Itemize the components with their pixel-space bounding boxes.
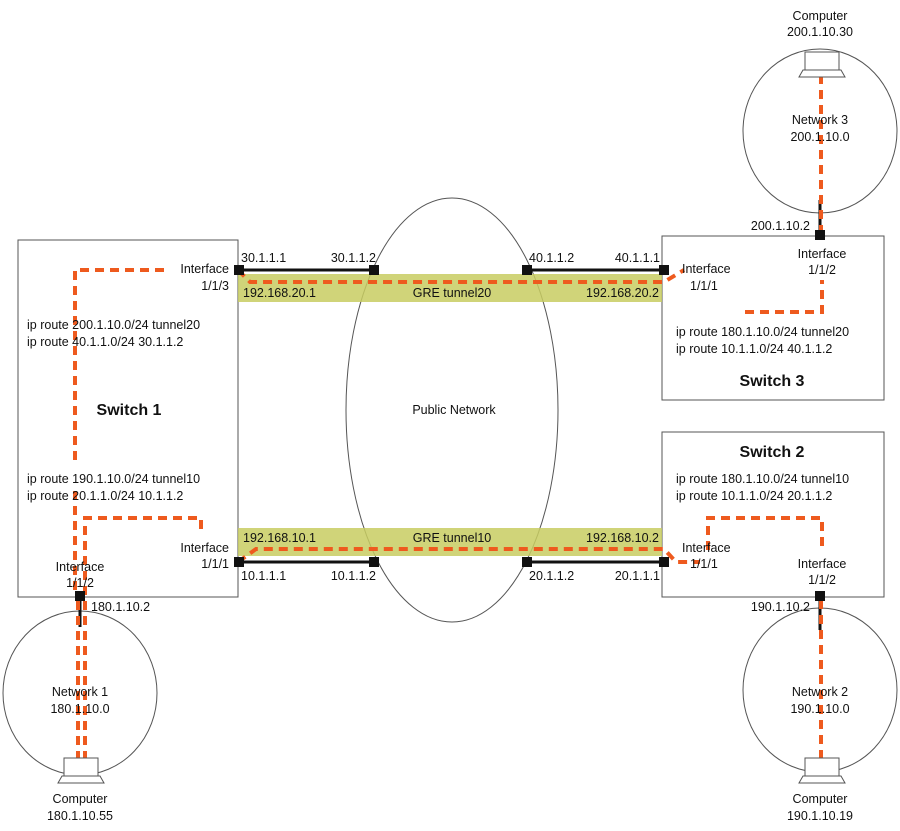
switch2-iface111-port: 1/1/1 [690,557,718,571]
switch1-iface112-label: Interface [56,560,105,574]
port-s2-112 [815,591,825,601]
link-ip-40-1-1-1: 40.1.1.1 [615,251,660,265]
link-ip-30-1-1-1: 30.1.1.1 [241,251,286,265]
laptop-icon [798,51,846,78]
switch1-iface112-port: 1/1/2 [66,576,94,590]
switch1-iface111-port: 1/1/1 [201,557,229,571]
link-ip-20-1-1-2: 20.1.1.2 [529,569,574,583]
tunnel20-right-ip: 192.168.20.2 [586,286,659,300]
traffic-path-switch2 [706,516,824,550]
tunnel20-name: GRE tunnel20 [413,286,492,300]
link-ip-20-1-1-1: 20.1.1.1 [615,569,660,583]
switch1-title: Switch 1 [97,402,162,419]
port-30-1-1-2 [369,265,379,275]
switch2-route-2: ip route 10.1.1.0/24 20.1.1.2 [676,489,832,503]
network2-name: Network 2 [792,685,848,699]
switch1-route-top-2: ip route 40.1.1.0/24 30.1.1.2 [27,335,183,349]
switch2-host-ip: 190.1.10.2 [751,600,810,614]
switch3-host-ip: 200.1.10.2 [751,219,810,233]
public-network-label: Public Network [412,403,496,417]
network3-subnet: 200.1.10.0 [790,130,849,144]
switch3-route-1: ip route 180.1.10.0/24 tunnel20 [676,325,849,339]
tunnel10-right-ip: 192.168.10.2 [586,531,659,545]
traffic-path-tunnel20 [236,268,686,284]
switch1-host-ip: 180.1.10.2 [91,600,150,614]
port-10-1-1-2 [369,557,379,567]
switch2-title: Switch 2 [740,444,805,461]
link-ip-10-1-1-1: 10.1.1.1 [241,569,286,583]
port-s3-112 [815,230,825,240]
link-ip-40-1-1-2: 40.1.1.2 [529,251,574,265]
traffic-path-switch1-lower [83,516,203,760]
port-s2-111 [659,557,669,567]
tunnel20-left-ip: 192.168.20.1 [243,286,316,300]
computer3-ip: 200.1.10.30 [787,25,853,39]
link-ip-10-1-1-2: 10.1.1.2 [331,569,376,583]
public-network-cloud [345,197,559,623]
switch3-route-2: ip route 10.1.1.0/24 40.1.1.2 [676,342,832,356]
switch1-route-bottom-1: ip route 190.1.10.0/24 tunnel10 [27,472,200,486]
computer1-ip: 180.1.10.55 [47,809,113,823]
gre-tunnel20-band [238,274,662,302]
traffic-path-switch3 [745,280,824,314]
switch1-iface113-port: 1/1/3 [201,279,229,293]
switch3-iface112-label: Interface [798,247,847,261]
switch2-iface112-port: 1/1/2 [808,573,836,587]
switch3-title: Switch 3 [740,373,805,390]
computer2-ip: 190.1.10.19 [787,809,853,823]
network1-subnet: 180.1.10.0 [50,702,109,716]
switch2-iface111-label: Interface [682,541,731,555]
tunnel10-name: GRE tunnel10 [413,531,492,545]
network2-subnet: 190.1.10.0 [790,702,849,716]
switch2-route-1: ip route 180.1.10.0/24 tunnel10 [676,472,849,486]
traffic-path-tunnel10 [236,547,700,564]
switch3-box [661,235,885,401]
switch1-route-top-1: ip route 200.1.10.0/24 tunnel20 [27,318,200,332]
network1-name: Network 1 [52,685,108,699]
gre-tunnel10-band [238,528,662,556]
laptop-icon [57,757,105,784]
switch1-iface111-label: Interface [180,541,229,555]
port-s1-111 [234,557,244,567]
switch1-iface113-label: Interface [180,262,229,276]
port-20-1-1-2 [522,557,532,567]
port-s3-111 [659,265,669,275]
switch2-box [661,431,885,598]
laptop-icon [798,757,846,784]
link-ip-30-1-1-2: 30.1.1.2 [331,251,376,265]
port-s1-113 [234,265,244,275]
port-40-1-1-2 [522,265,532,275]
traffic-path-switch1-upper [73,268,170,460]
switch2-iface112-label: Interface [798,557,847,571]
port-s1-112 [75,591,85,601]
switch1-box [17,239,239,598]
network3-name: Network 3 [792,113,848,127]
computer3-label: Computer [793,9,848,23]
computer2-label: Computer [793,792,848,806]
switch1-route-bottom-2: ip route 20.1.1.0/24 10.1.1.2 [27,489,183,503]
tunnel10-left-ip: 192.168.10.1 [243,531,316,545]
switch3-iface111-port: 1/1/1 [690,279,718,293]
computer1-label: Computer [53,792,108,806]
switch3-iface111-label: Interface [682,262,731,276]
switch3-iface112-port: 1/1/2 [808,263,836,277]
